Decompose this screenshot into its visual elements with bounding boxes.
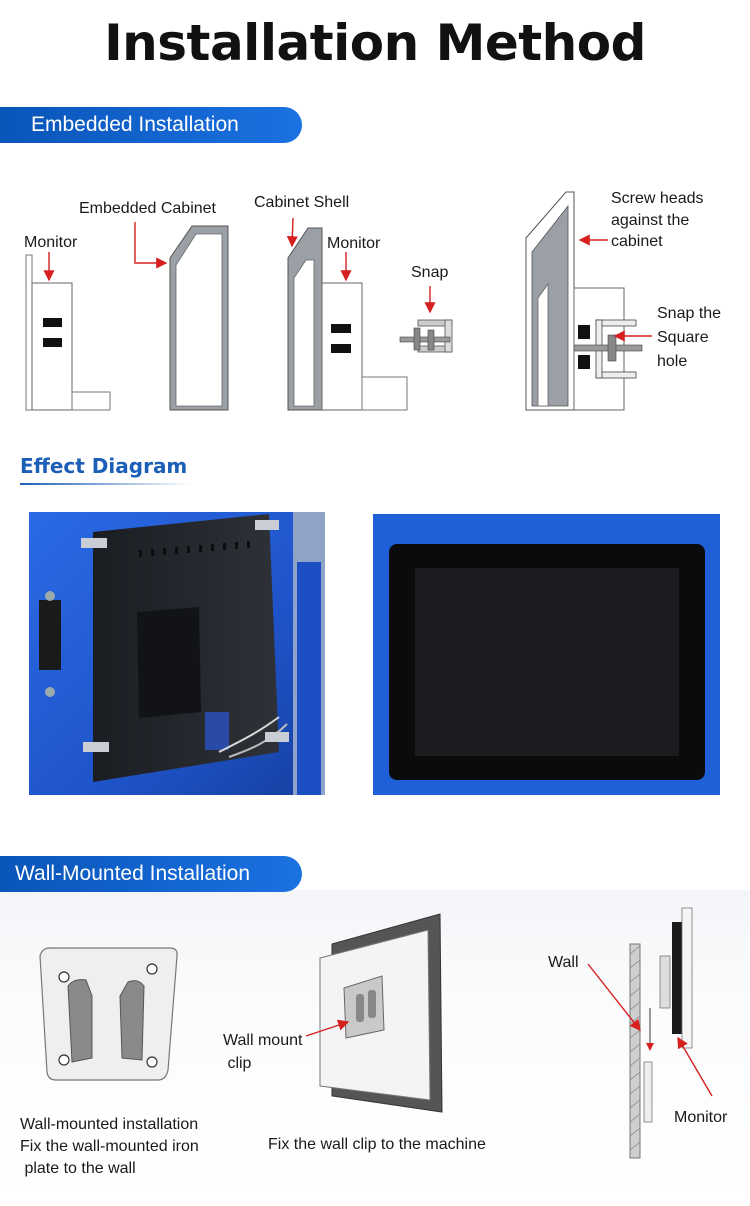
wall-plate [39,947,178,1081]
embedded-installation-diagram [25,191,652,411]
embedded-installation-banner: Embedded Installation [0,107,302,143]
label-screw-heads-1: Screw heads [611,190,704,207]
wall-mount-clip-label-2: clip [223,1055,252,1072]
label-monitor-1: Monitor [24,234,78,251]
label-embedded-cabinet: Embedded Cabinet [79,200,216,217]
wall-clip-caption: Fix the wall clip to the machine [268,1136,486,1153]
cabinet-shell-diagram [286,217,408,411]
label-screw-heads-3: cabinet [611,233,663,250]
page-title: Installation Method [104,14,646,72]
effect-diagram-underline [20,483,192,485]
side-wall-label: Wall [548,954,579,971]
label-monitor-2: Monitor [327,235,381,252]
wall-plate-caption-1: Wall-mounted installation [20,1116,199,1133]
side-view-wall [587,907,713,1159]
monitor-front-photo [373,514,720,795]
embedded-cabinet-diagram [134,222,229,411]
wall-mounted-diagram [39,907,713,1159]
cabinet-back-photo [29,512,325,795]
mounted-snap-diagram [525,191,652,411]
label-snap-square-3: hole [657,353,688,370]
wall-plate-caption-3: plate to the wall [20,1160,136,1177]
wall-mount-clip-label-1: Wall mount [223,1032,303,1049]
side-monitor-label: Monitor [674,1109,728,1126]
wall-plate-caption-2: Fix the wall-mounted iron [20,1138,199,1155]
label-snap-square-2: Square [657,329,709,346]
effect-diagram-heading: Effect Diagram [20,454,188,478]
label-cabinet-shell: Cabinet Shell [254,194,350,211]
monitor-back-with-clip [305,913,443,1113]
label-snap: Snap [411,264,449,281]
snap-diagram [399,286,453,353]
monitor-diagram-1 [25,252,111,411]
wall-mounted-installation-banner: Wall-Mounted Installation [0,856,302,892]
label-snap-square-1: Snap the [657,305,722,322]
label-screw-heads-2: against the [611,212,690,229]
